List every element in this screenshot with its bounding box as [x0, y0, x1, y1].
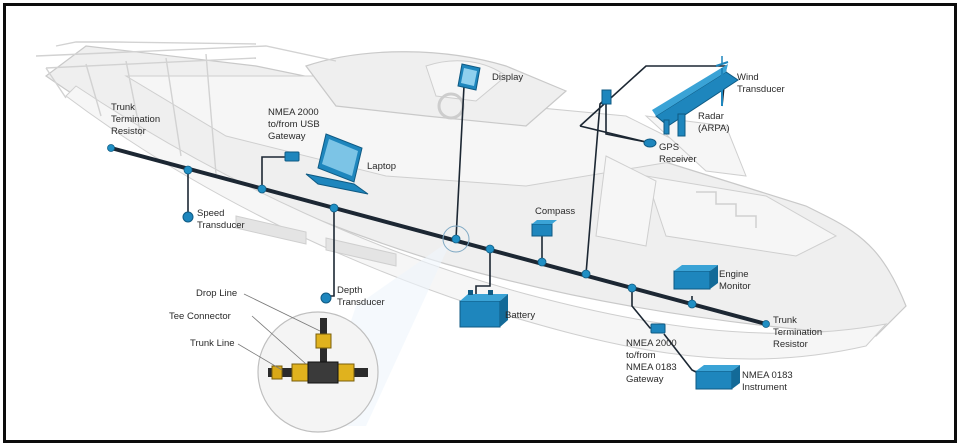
speed-transducer-icon	[182, 211, 194, 223]
tee-connectors	[107, 144, 770, 328]
depth-transducer-icon	[320, 292, 332, 304]
battery-icon	[459, 290, 508, 328]
label-speed: Speed Transducer	[197, 208, 245, 231]
tee-connector-inset	[257, 311, 379, 433]
label-laptop: Laptop	[367, 161, 396, 172]
label-depth: Depth Transducer	[337, 285, 385, 308]
label-engine: Engine Monitor	[719, 269, 751, 292]
engine-monitor-icon	[673, 265, 718, 290]
radar-icon	[652, 64, 739, 137]
label-gps: GPS Receiver	[659, 142, 697, 165]
nmea0183-instrument-icon	[695, 365, 740, 390]
label-battery: Battery	[505, 310, 535, 321]
label-trunk-resistor-right: Trunk Termination Resistor	[773, 315, 825, 350]
magnify-marker	[442, 225, 470, 253]
label-usb-gateway: NMEA 2000 to/from USB Gateway	[268, 107, 322, 142]
inset-leader-lines	[237, 293, 321, 371]
nmea0183-gateway-icon	[650, 323, 666, 334]
display-icon	[457, 63, 481, 91]
diagram-labels: Trunk Termination Resistor NMEA 2000 to/…	[111, 72, 825, 393]
label-compass: Compass	[535, 206, 575, 217]
wind-transducer-icon	[715, 56, 729, 106]
boat-illustration	[35, 41, 907, 426]
label-wind: Wind Transducer	[737, 72, 785, 95]
trunk-line-cable	[109, 146, 768, 326]
gps-receiver-icon	[643, 138, 657, 148]
label-radar: Radar (ARPA)	[698, 111, 730, 134]
label-nmea0183-instrument: NMEA 0183 Instrument	[742, 370, 795, 393]
compass-icon	[531, 220, 557, 237]
label-display: Display	[492, 72, 523, 83]
label-tee-connector: Tee Connector	[169, 311, 231, 322]
label-drop-line: Drop Line	[196, 288, 237, 299]
label-nmea0183-gateway: NMEA 2000 to/from NMEA 0183 Gateway	[626, 338, 679, 385]
gps-mast-unit-icon	[601, 89, 612, 105]
label-trunk-resistor-left: Trunk Termination Resistor	[111, 102, 163, 137]
laptop-icon	[305, 133, 369, 195]
diagram-frame: Trunk Termination Resistor NMEA 2000 to/…	[3, 3, 957, 443]
usb-gateway-icon	[284, 151, 300, 162]
nmea2000-network-diagram: Trunk Termination Resistor NMEA 2000 to/…	[35, 41, 907, 433]
label-trunk-line: Trunk Line	[190, 338, 235, 349]
